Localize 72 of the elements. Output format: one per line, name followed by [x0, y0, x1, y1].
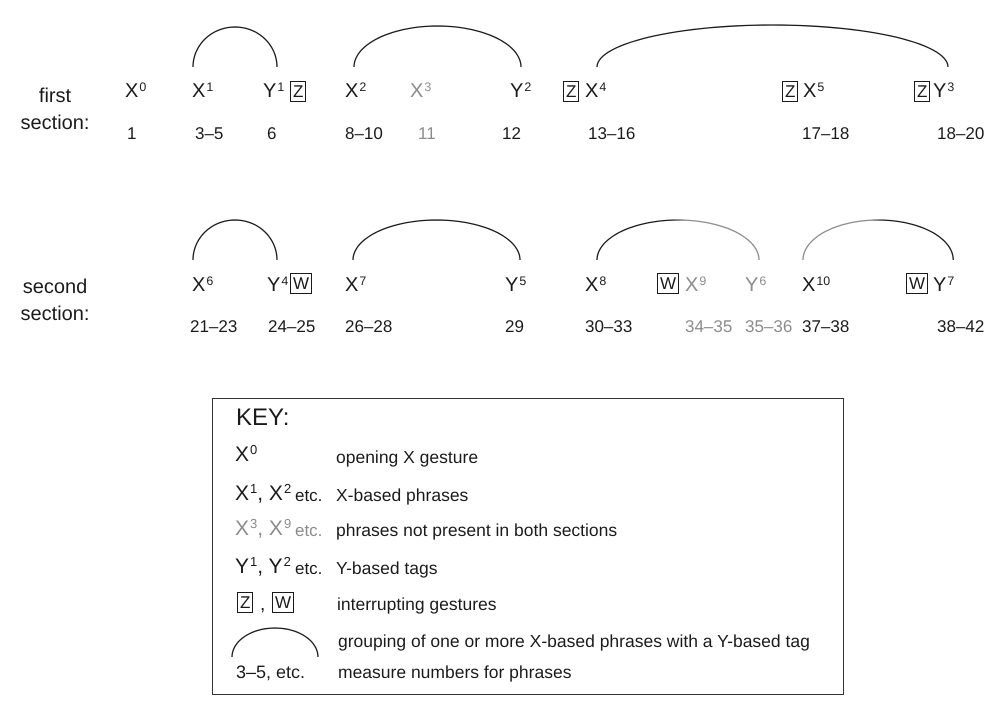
interrupting-gesture-box: Z [563, 81, 580, 102]
phrase-symbol: X$^{6}$ [192, 260, 214, 297]
key-symbol: X$^{0}$ [235, 442, 258, 468]
interrupting-gesture-box: Z [237, 592, 254, 613]
key-symbol-note: etc. [295, 521, 322, 541]
interrupting-gesture-box: Z [290, 81, 306, 102]
phrase-symbol: X$^{5}$ [803, 80, 824, 103]
phrase-symbol: X$^{1}$ [192, 67, 214, 103]
phrase-symbol: X$^{0}$ [125, 80, 146, 103]
key-symbol-note: etc. [295, 486, 322, 506]
tag-symbol: Y$^{5}$ [505, 260, 526, 297]
measure-number: 35–36 [745, 316, 792, 336]
interrupting-gesture-box: W [657, 273, 680, 294]
key-description: opening X gesture [336, 446, 478, 468]
interrupting-gesture-box: Z [914, 81, 930, 102]
measure-number: 6 [267, 124, 276, 144]
phrase-symbol: X$^{7}$ [345, 260, 366, 297]
phrase-symbol: X$^{2}$ [345, 67, 366, 103]
phrase-symbol: X$^{8}$ [585, 260, 606, 297]
tag-symbol: Y$^{7}$ [933, 260, 954, 297]
measure-number: 1 [127, 124, 136, 144]
key-description: phrases not present in both sections [336, 520, 618, 540]
grouping-arc [353, 25, 522, 68]
tag-symbol: Y$^{6}$ [745, 260, 766, 297]
measure-number: 30–33 [585, 316, 632, 336]
separator-comma: , [260, 594, 266, 616]
key-symbol: X$^{3}$, X$^{9}$ [235, 516, 292, 542]
measure-number: 3–5 [195, 124, 224, 144]
key-description: X-based phrases [336, 484, 468, 506]
grouping-arc [596, 219, 760, 260]
measure-number: 13–16 [588, 124, 636, 144]
measure-number: 18–20 [937, 124, 984, 144]
grouping-arc [192, 26, 278, 68]
interrupting-gesture-box: W [290, 273, 312, 294]
phrase-symbol: X$^{4}$ [585, 67, 606, 103]
key-symbol-note: etc. [295, 559, 322, 579]
measure-number: 34–35 [685, 316, 732, 336]
measure-number: 38–42 [937, 316, 984, 336]
tag-symbol: Y$^{4}$ [267, 260, 288, 297]
grouping-arc [596, 24, 949, 68]
key-description: interrupting gestures [337, 594, 497, 614]
measure-number-sample: 3–5, etc. [236, 662, 306, 682]
grouping-arc [802, 219, 954, 260]
key-symbol: Y$^{1}$, Y$^{2}$ [235, 554, 291, 580]
measure-number: 29 [505, 316, 524, 336]
tag-symbol: Y$^{1}$ [263, 67, 284, 103]
key-heading: KEY: [236, 404, 290, 432]
tag-symbol: Y$^{3}$ [933, 67, 954, 103]
measure-number: 12 [502, 124, 521, 144]
phrase-symbol: X$^{9}$ [685, 274, 706, 297]
phrase-symbol: X$^{10}$ [802, 260, 830, 297]
interrupting-gesture-box: W [906, 273, 928, 294]
measure-number: 26–28 [345, 316, 392, 336]
section-label: second section: [20, 275, 90, 327]
grouping-arc [352, 219, 521, 260]
key-box [212, 398, 844, 695]
measure-number: 21–23 [190, 316, 238, 336]
measure-number: 8–10 [345, 124, 383, 144]
interrupting-gesture-box: Z [782, 81, 798, 102]
key-symbol: X$^{1}$, X$^{2}$ [235, 482, 292, 506]
measure-number: 17–18 [802, 124, 850, 144]
grouping-arc [192, 219, 278, 260]
phrase-symbol: X$^{3}$ [410, 80, 432, 103]
measure-number: 11 [418, 124, 436, 144]
measure-number: 24–25 [268, 316, 316, 336]
interrupting-gesture-box: W [272, 592, 294, 613]
key-description: measure numbers for phrases [338, 662, 572, 682]
section-label: first section: [20, 84, 90, 136]
tag-symbol: Y$^{2}$ [510, 67, 532, 103]
measure-number: 37–38 [802, 316, 850, 336]
key-description: grouping of one or more X-based phrases with a Y-based tag [338, 630, 810, 652]
key-description: Y-based tags [336, 558, 438, 578]
